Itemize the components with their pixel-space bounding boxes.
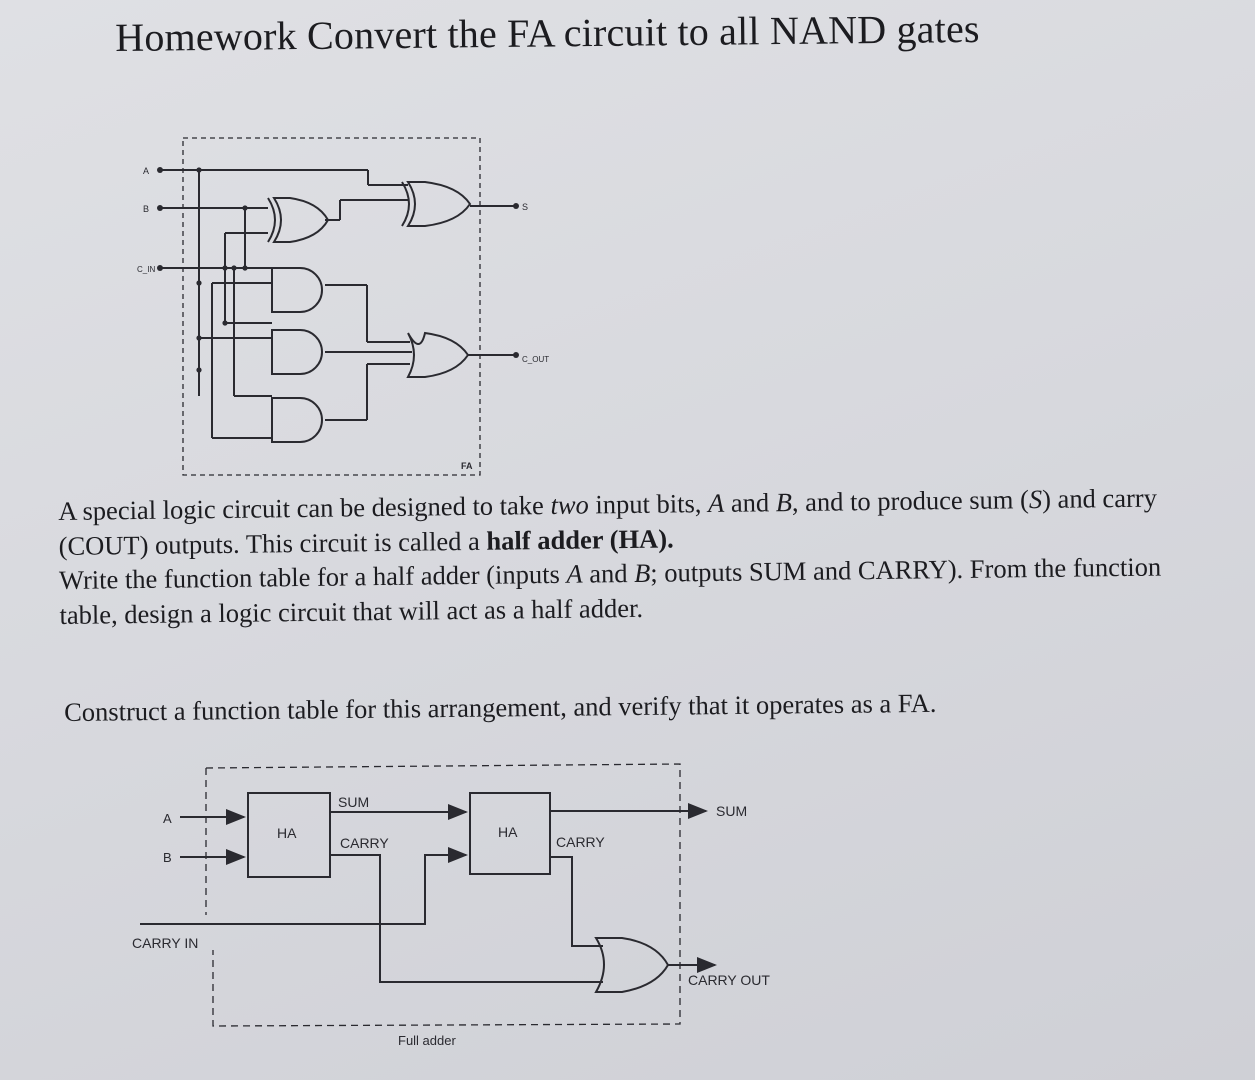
carry-in-label: CARRY IN	[132, 935, 198, 951]
and-gate-2	[271, 329, 323, 375]
fa-box-label: FA	[461, 461, 473, 471]
ha1-sum-label: SUM	[338, 794, 369, 810]
ha1-carry-label: CARRY	[340, 835, 389, 851]
or-gate	[406, 331, 470, 378]
ha2-box	[469, 792, 551, 875]
ha2-carry-label: CARRY	[556, 834, 605, 850]
or-gate-carry	[594, 937, 670, 993]
fa-output-s: S	[522, 202, 528, 212]
and-gate-3	[271, 397, 323, 443]
ha1-label: HA	[277, 825, 297, 841]
fa-boundary	[182, 137, 481, 476]
and-gate-1	[271, 267, 323, 313]
xor1-back-curve	[267, 197, 276, 243]
carry-out-label: CARRY OUT	[688, 972, 770, 988]
input-b-label: B	[163, 850, 172, 865]
xor2-back-curve	[401, 181, 410, 227]
xor-gate-2	[406, 181, 472, 227]
fa-input-cin: C_IN	[137, 265, 155, 274]
ha1-box	[247, 792, 331, 878]
sum-out-label: SUM	[716, 803, 747, 819]
fa-input-a: A	[143, 166, 149, 176]
fa-output-cout: C_OUT	[522, 355, 549, 364]
input-a-label: A	[163, 811, 172, 826]
xor-gate-1	[272, 197, 330, 243]
block-boundary	[205, 763, 681, 1027]
ha2-label: HA	[498, 824, 518, 840]
full-adder-caption: Full adder	[398, 1033, 456, 1048]
fa-input-b: B	[143, 204, 149, 214]
